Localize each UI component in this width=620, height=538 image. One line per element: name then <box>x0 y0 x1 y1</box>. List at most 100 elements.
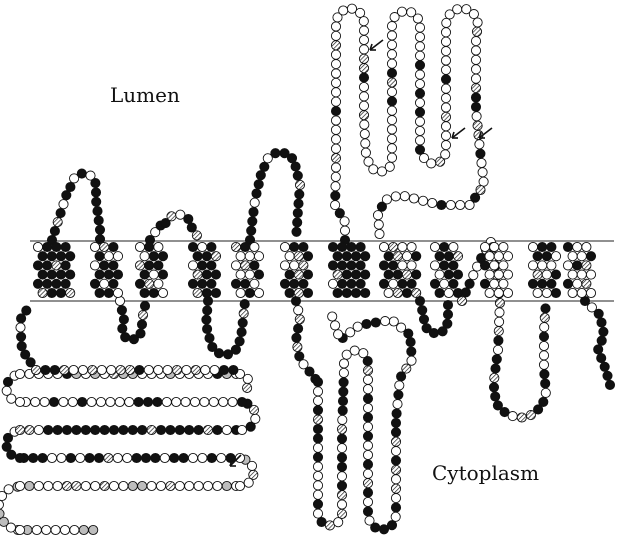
residue-bead <box>76 453 85 462</box>
residue-bead <box>331 78 340 87</box>
residue-bead <box>391 447 400 456</box>
residue-bead <box>359 26 368 35</box>
residue-bead <box>313 471 322 480</box>
residue-bead <box>337 509 346 518</box>
residue-bead <box>249 207 258 216</box>
arrow-site-1 <box>370 40 383 50</box>
residue-bead <box>363 441 372 450</box>
residue-bead <box>350 346 359 355</box>
residue-bead <box>597 336 606 345</box>
residue-bead <box>441 65 450 74</box>
residue-bead <box>85 453 94 462</box>
residue-bead <box>453 288 462 297</box>
residue-bead <box>2 386 11 395</box>
residue-bead <box>89 525 98 534</box>
residue-bead <box>294 252 303 261</box>
residue-bead <box>121 333 130 342</box>
residue-bead <box>384 252 393 261</box>
residue-bead <box>393 400 402 409</box>
residue-bead <box>362 319 371 328</box>
residue-bead <box>334 518 343 527</box>
residue-bead <box>351 288 360 297</box>
residue-bead <box>469 271 478 280</box>
residue-bead <box>407 261 416 270</box>
residue-bead <box>597 354 606 363</box>
residue-bead <box>381 317 390 326</box>
residue-bead <box>147 481 156 490</box>
residue-bead <box>363 488 372 497</box>
residue-bead <box>143 397 152 406</box>
residue-bead <box>337 462 346 471</box>
residue-bead <box>66 270 75 279</box>
residue-bead <box>331 97 340 106</box>
residue-bead <box>41 365 50 374</box>
residue-bead <box>413 14 422 23</box>
residue-bead <box>582 242 591 251</box>
residue-bead <box>443 310 452 319</box>
residue-bead <box>356 8 365 17</box>
residue-bead <box>100 261 109 270</box>
residue-bead <box>91 188 100 197</box>
residue-bead <box>100 425 109 434</box>
residue-bead <box>81 425 90 434</box>
residue-bead <box>435 270 444 279</box>
residue-bead <box>586 288 595 297</box>
residue-bead <box>337 453 346 462</box>
residue-bead <box>407 242 416 251</box>
residue-bead <box>43 242 52 251</box>
residue-bead <box>597 318 606 327</box>
residue-bead <box>69 365 78 374</box>
residue-bead <box>119 481 128 490</box>
residue-bead <box>38 453 47 462</box>
residue-bead <box>158 288 167 297</box>
residue-bead <box>92 197 101 206</box>
residue-bead <box>465 279 474 288</box>
residue-bead <box>100 242 109 251</box>
cytoplasm-label: Cytoplasm <box>432 461 539 485</box>
residue-bead <box>389 242 398 251</box>
residue-bead <box>100 279 109 288</box>
residue-bead <box>250 242 259 251</box>
residue-bead <box>229 365 238 374</box>
residue-bead <box>140 252 149 261</box>
residue-bead <box>175 481 184 490</box>
residue-bead <box>190 397 199 406</box>
residue-bead <box>391 512 400 521</box>
residue-bead <box>407 279 416 288</box>
residue-bead <box>419 315 428 324</box>
residue-bead <box>415 117 424 126</box>
residue-bead <box>541 304 550 313</box>
residue-bead <box>294 306 303 315</box>
residue-bead <box>415 70 424 79</box>
residue-bead <box>351 270 360 279</box>
residue-bead <box>138 311 147 320</box>
residue-bead <box>494 336 503 345</box>
residue-bead <box>236 288 245 297</box>
residue-bead <box>415 42 424 51</box>
residue-bead <box>387 97 396 106</box>
residue-bead <box>363 479 372 488</box>
residue-bead <box>209 397 218 406</box>
residue-bead <box>387 87 396 96</box>
residue-bead <box>313 443 322 452</box>
residue-bead <box>538 279 547 288</box>
residue-bead <box>371 318 380 327</box>
residue-bead <box>363 469 372 478</box>
residue-bead <box>331 191 340 200</box>
residue-bead <box>428 198 437 207</box>
residue-bead <box>375 229 384 238</box>
residue-bead <box>389 317 398 326</box>
residue-bead <box>149 252 158 261</box>
residue-bead <box>109 425 118 434</box>
residue-bead <box>243 383 252 392</box>
residue-bead <box>109 279 118 288</box>
residue-bead <box>285 288 294 297</box>
residue-bead <box>56 209 65 218</box>
residue-bead <box>202 315 211 324</box>
residue-bead <box>51 525 60 534</box>
residue-bead <box>211 288 220 297</box>
residue-bead <box>140 288 149 297</box>
residue-bead <box>219 365 228 374</box>
residue-bead <box>245 270 254 279</box>
residue-bead <box>418 306 427 315</box>
